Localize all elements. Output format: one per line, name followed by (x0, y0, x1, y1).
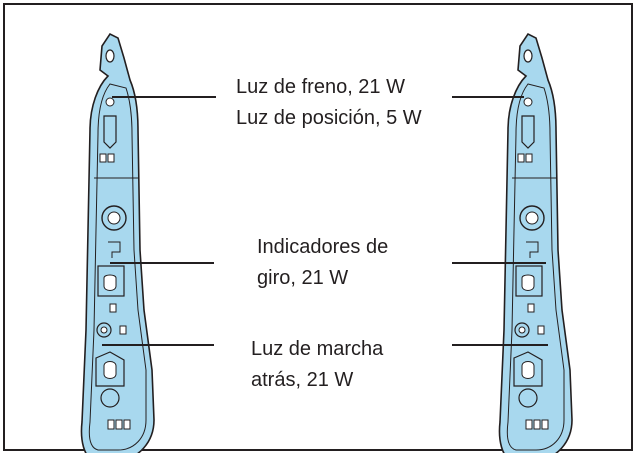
label-brake-light: Luz de freno, 21 W (236, 76, 405, 98)
label-reverse-light-watt: atrás, 21 W (251, 369, 354, 391)
label-turn-indicators-watt: giro, 21 W (257, 267, 349, 289)
label-turn-indicators: Indicadores de (257, 236, 389, 258)
label-position-light: Luz de posición, 5 W (236, 107, 422, 129)
label-reverse-light: Luz de marcha (251, 338, 384, 360)
